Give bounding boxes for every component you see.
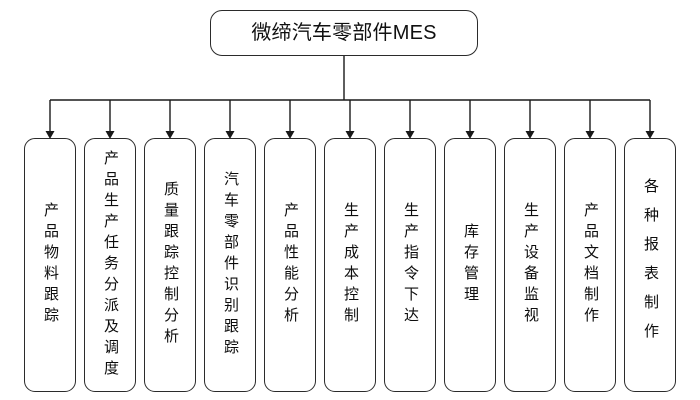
leaf-node-label: 各种报表制作 xyxy=(642,178,659,352)
leaf-node-label: 产品文档制作 xyxy=(582,202,599,328)
leaf-node-label: 汽车零部件识别跟踪 xyxy=(222,170,239,360)
leaf-node-label: 生产设备监视 xyxy=(522,202,539,328)
leaf-node-quality-tracking-control-analysis[interactable]: 质量跟踪控制分析 xyxy=(144,138,196,392)
leaf-node-product-document-creation[interactable]: 产品文档制作 xyxy=(564,138,616,392)
root-node[interactable]: 微缔汽车零部件MES xyxy=(210,10,478,56)
root-node-label: 微缔汽车零部件MES xyxy=(251,22,437,44)
leaf-node-production-cost-control[interactable]: 生产成本控制 xyxy=(324,138,376,392)
leaf-node-row: 产品物料跟踪 产品生产任务分派及调度 质量跟踪控制分析 汽车零部件识别跟踪 产品… xyxy=(0,138,700,392)
leaf-node-label: 生产指令下达 xyxy=(402,202,419,328)
leaf-node-label: 生产成本控制 xyxy=(342,202,359,328)
leaf-node-product-performance-analysis[interactable]: 产品性能分析 xyxy=(264,138,316,392)
leaf-node-product-material-tracking[interactable]: 产品物料跟踪 xyxy=(24,138,76,392)
leaf-node-auto-parts-identification-tracking[interactable]: 汽车零部件识别跟踪 xyxy=(204,138,256,392)
leaf-node-production-task-dispatch-scheduling[interactable]: 产品生产任务分派及调度 xyxy=(84,138,136,392)
leaf-node-label: 产品性能分析 xyxy=(282,202,299,328)
leaf-node-production-order-issuance[interactable]: 生产指令下达 xyxy=(384,138,436,392)
leaf-node-label: 产品生产任务分派及调度 xyxy=(102,149,119,381)
leaf-node-label: 库存管理 xyxy=(462,223,479,307)
leaf-node-various-report-creation[interactable]: 各种报表制作 xyxy=(624,138,676,392)
leaf-node-label: 产品物料跟踪 xyxy=(42,202,59,328)
leaf-node-inventory-management[interactable]: 库存管理 xyxy=(444,138,496,392)
leaf-node-label: 质量跟踪控制分析 xyxy=(162,181,179,349)
leaf-node-production-equipment-monitoring[interactable]: 生产设备监视 xyxy=(504,138,556,392)
